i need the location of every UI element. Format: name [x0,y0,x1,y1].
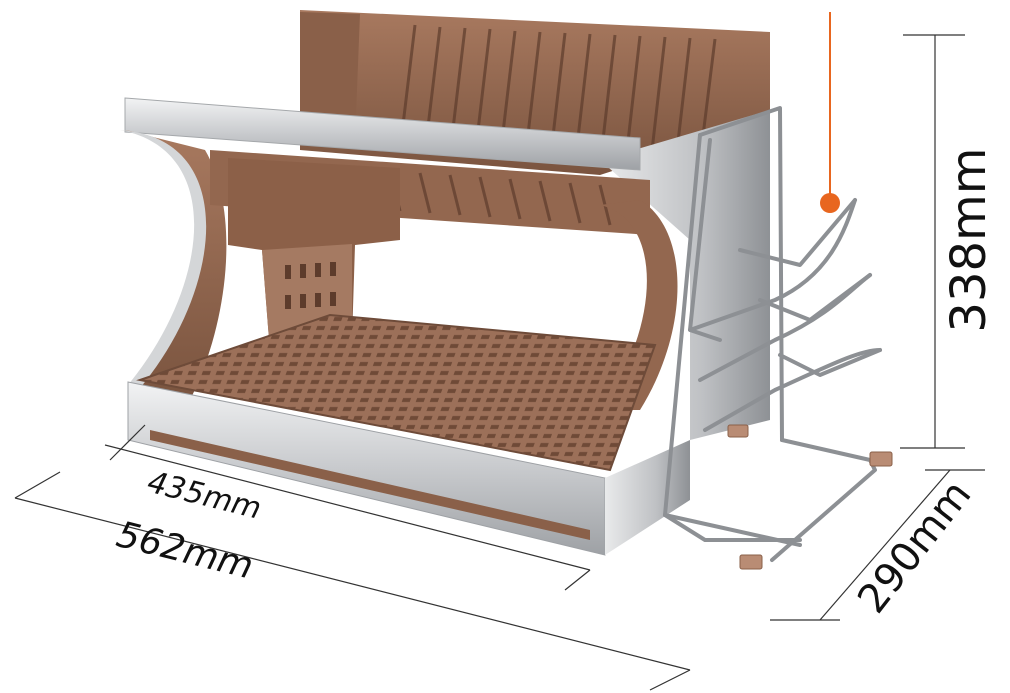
drip-tray-grid [136,313,657,472]
right-inner-curve [600,200,678,410]
accent-marker [820,12,840,213]
inner-width-label: 435mm [144,465,265,527]
holder-feet [727,424,893,570]
bottom-base-side [605,440,690,555]
bottom-base-trim [150,430,590,540]
depth-label: 290mm [849,472,980,622]
left-side-edge [120,130,207,400]
top-front-bar [124,97,641,171]
top-tier-divider [300,12,360,140]
dimension-lines [14,34,985,691]
height-label: 338mm [941,147,997,332]
lid-holder-rack [663,106,882,562]
outer-width-label: 562mm [112,514,257,587]
dish-rack [120,10,770,556]
